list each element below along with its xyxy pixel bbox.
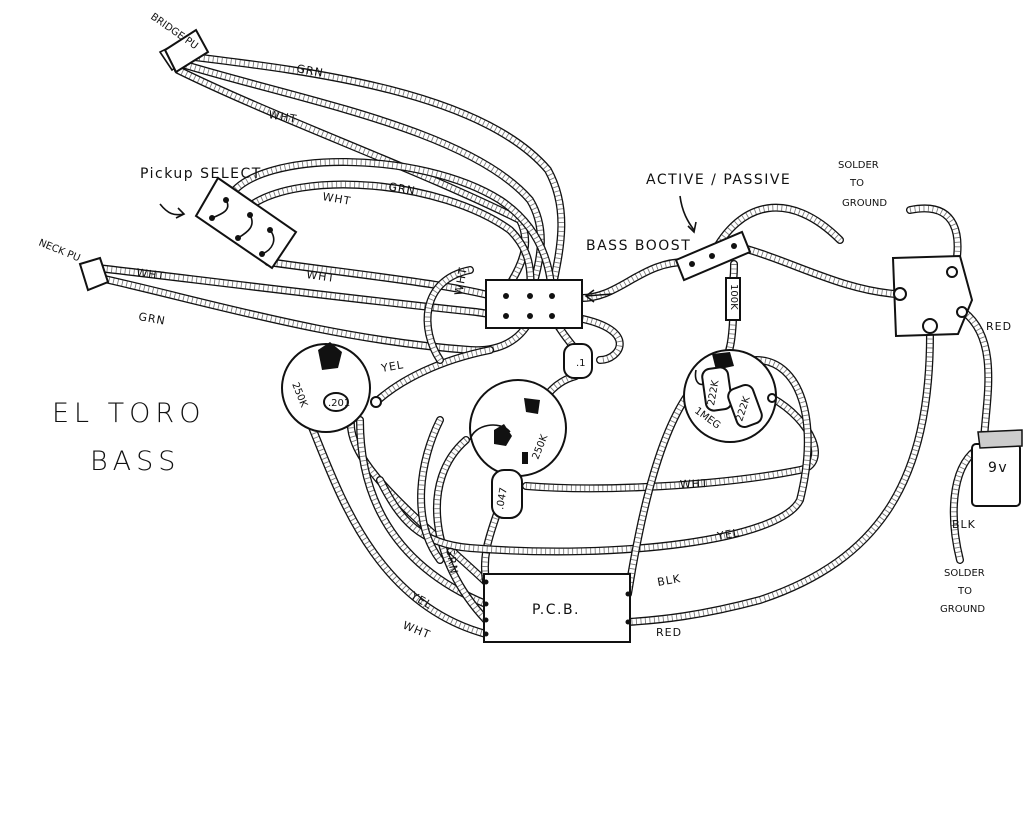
solder-ground-top-2: TO: [849, 178, 864, 189]
cap-047-label: .047: [495, 487, 510, 511]
wire-label-red-jack: RED: [986, 320, 1012, 333]
wire-label-blk-pcb: BLK: [656, 572, 682, 589]
wire-label-yel-pot: YEL: [379, 358, 405, 375]
wire-20: [372, 346, 494, 406]
solder-ground-top-1: SOLDER: [838, 160, 879, 171]
wire-8-t: [99, 275, 533, 353]
wire-30-i: [424, 267, 473, 363]
cap-201-label: .201: [328, 398, 350, 409]
wire-label-grn-neck: GRN: [137, 310, 166, 328]
wire-27-t: [377, 357, 811, 555]
wire-29-i: [625, 331, 933, 625]
wire-22-i: [357, 417, 489, 607]
wire-23-i: [297, 397, 489, 637]
wire-label-wht-pcb: WHT: [401, 619, 433, 642]
solder-ground-bottom-3: GROUND: [940, 604, 985, 615]
active-passive-label: ACTIVE / PASSIVE: [646, 172, 791, 188]
pot-1meg-right: 222K 222K 1MEG: [683, 349, 777, 443]
wire-10-t: [537, 373, 577, 406]
title-line-1: EL TORO: [52, 398, 205, 429]
wire-label-wht-select-low: WHT: [306, 268, 336, 285]
cap-1-label: .1: [576, 358, 586, 369]
active-passive-switch: ACTIVE / PASSIVE: [646, 172, 791, 282]
wire-5-i: [247, 181, 534, 299]
bass-boost-switch: BASS BOOST: [485, 238, 691, 329]
wire-label-wht-neck: WHT: [136, 266, 166, 283]
wire-label-yel-center: YEL: [715, 526, 741, 543]
title-line-2: BASS: [90, 446, 180, 477]
bass-boost-label: BASS BOOST: [586, 238, 691, 254]
wire-14-i: [709, 204, 843, 259]
res-222k-a-label: 222K: [706, 379, 721, 407]
wire-harness: [94, 52, 993, 638]
wire-23: [296, 396, 490, 638]
wire-label-wht-center: WHT: [680, 477, 709, 491]
solder-ground-bottom-1: SOLDER: [944, 568, 985, 579]
wire-25-t: [525, 395, 818, 491]
battery-9v: 9v SOLDER TO GROUND: [940, 429, 1023, 615]
output-jack: SOLDER TO GROUND: [838, 160, 974, 338]
wire-26-t: [434, 437, 488, 622]
wire-16-t: [730, 263, 737, 281]
wire-label-grn-pcb: GRN: [443, 546, 461, 575]
wire-1-i: [183, 53, 564, 293]
wire-11-t: [577, 259, 691, 301]
solder-ground-top-3: GROUND: [842, 198, 887, 209]
bridge-pickup: BRIDGE PU: [148, 11, 210, 74]
wire-label-grn-bridge: GRN: [295, 62, 324, 80]
wire-20-i: [373, 347, 493, 405]
cap-0-1: .1: [563, 343, 593, 379]
pickup-select-switch: Pickup SELECT: [140, 166, 298, 270]
pcb-label: P.C.B.: [532, 602, 580, 618]
battery-label: 9v: [988, 460, 1008, 476]
wire-label-wht-bridge: WHT: [267, 108, 298, 126]
neck-pickup: NECK PU: [37, 238, 110, 292]
wire-23-t: [297, 398, 487, 637]
wire-label-wht-select: WHT: [321, 190, 352, 208]
wire-18-i: [961, 309, 992, 443]
pcb-board: P.C.B.: [483, 573, 631, 643]
pickup-select-label: Pickup SELECT: [140, 166, 262, 182]
wire-label-blk-battery: BLK: [952, 518, 976, 531]
pot-250k-left: 250K .201: [281, 342, 382, 433]
solder-ground-bottom-2: TO: [957, 586, 972, 597]
wire-4-t: [227, 159, 555, 297]
wire-label-red-pcb: RED: [656, 626, 682, 639]
pot-250k-center: 250K .047: [469, 379, 567, 519]
wire-labels: GRN WHT WHT GRN WHT WHT GRN WHT YEL WHT …: [136, 62, 1012, 642]
wire-19-i: [951, 447, 979, 563]
wire-label-grn-select: GRN: [387, 180, 416, 198]
wire-label-wht-boost: WHT: [452, 266, 470, 297]
resistor-100k-label: 100K: [728, 284, 739, 310]
wire-17-t: [723, 319, 736, 362]
neck-pickup-label: NECK PU: [37, 238, 82, 265]
pickup-select-text: Pickup SELECT: [140, 166, 262, 182]
wire-13-i: [733, 243, 899, 297]
resistor-100k: 100K: [725, 277, 741, 321]
wire-26-i: [434, 437, 489, 623]
wire-31-i: [418, 417, 443, 563]
wire-12-i: [575, 315, 623, 363]
